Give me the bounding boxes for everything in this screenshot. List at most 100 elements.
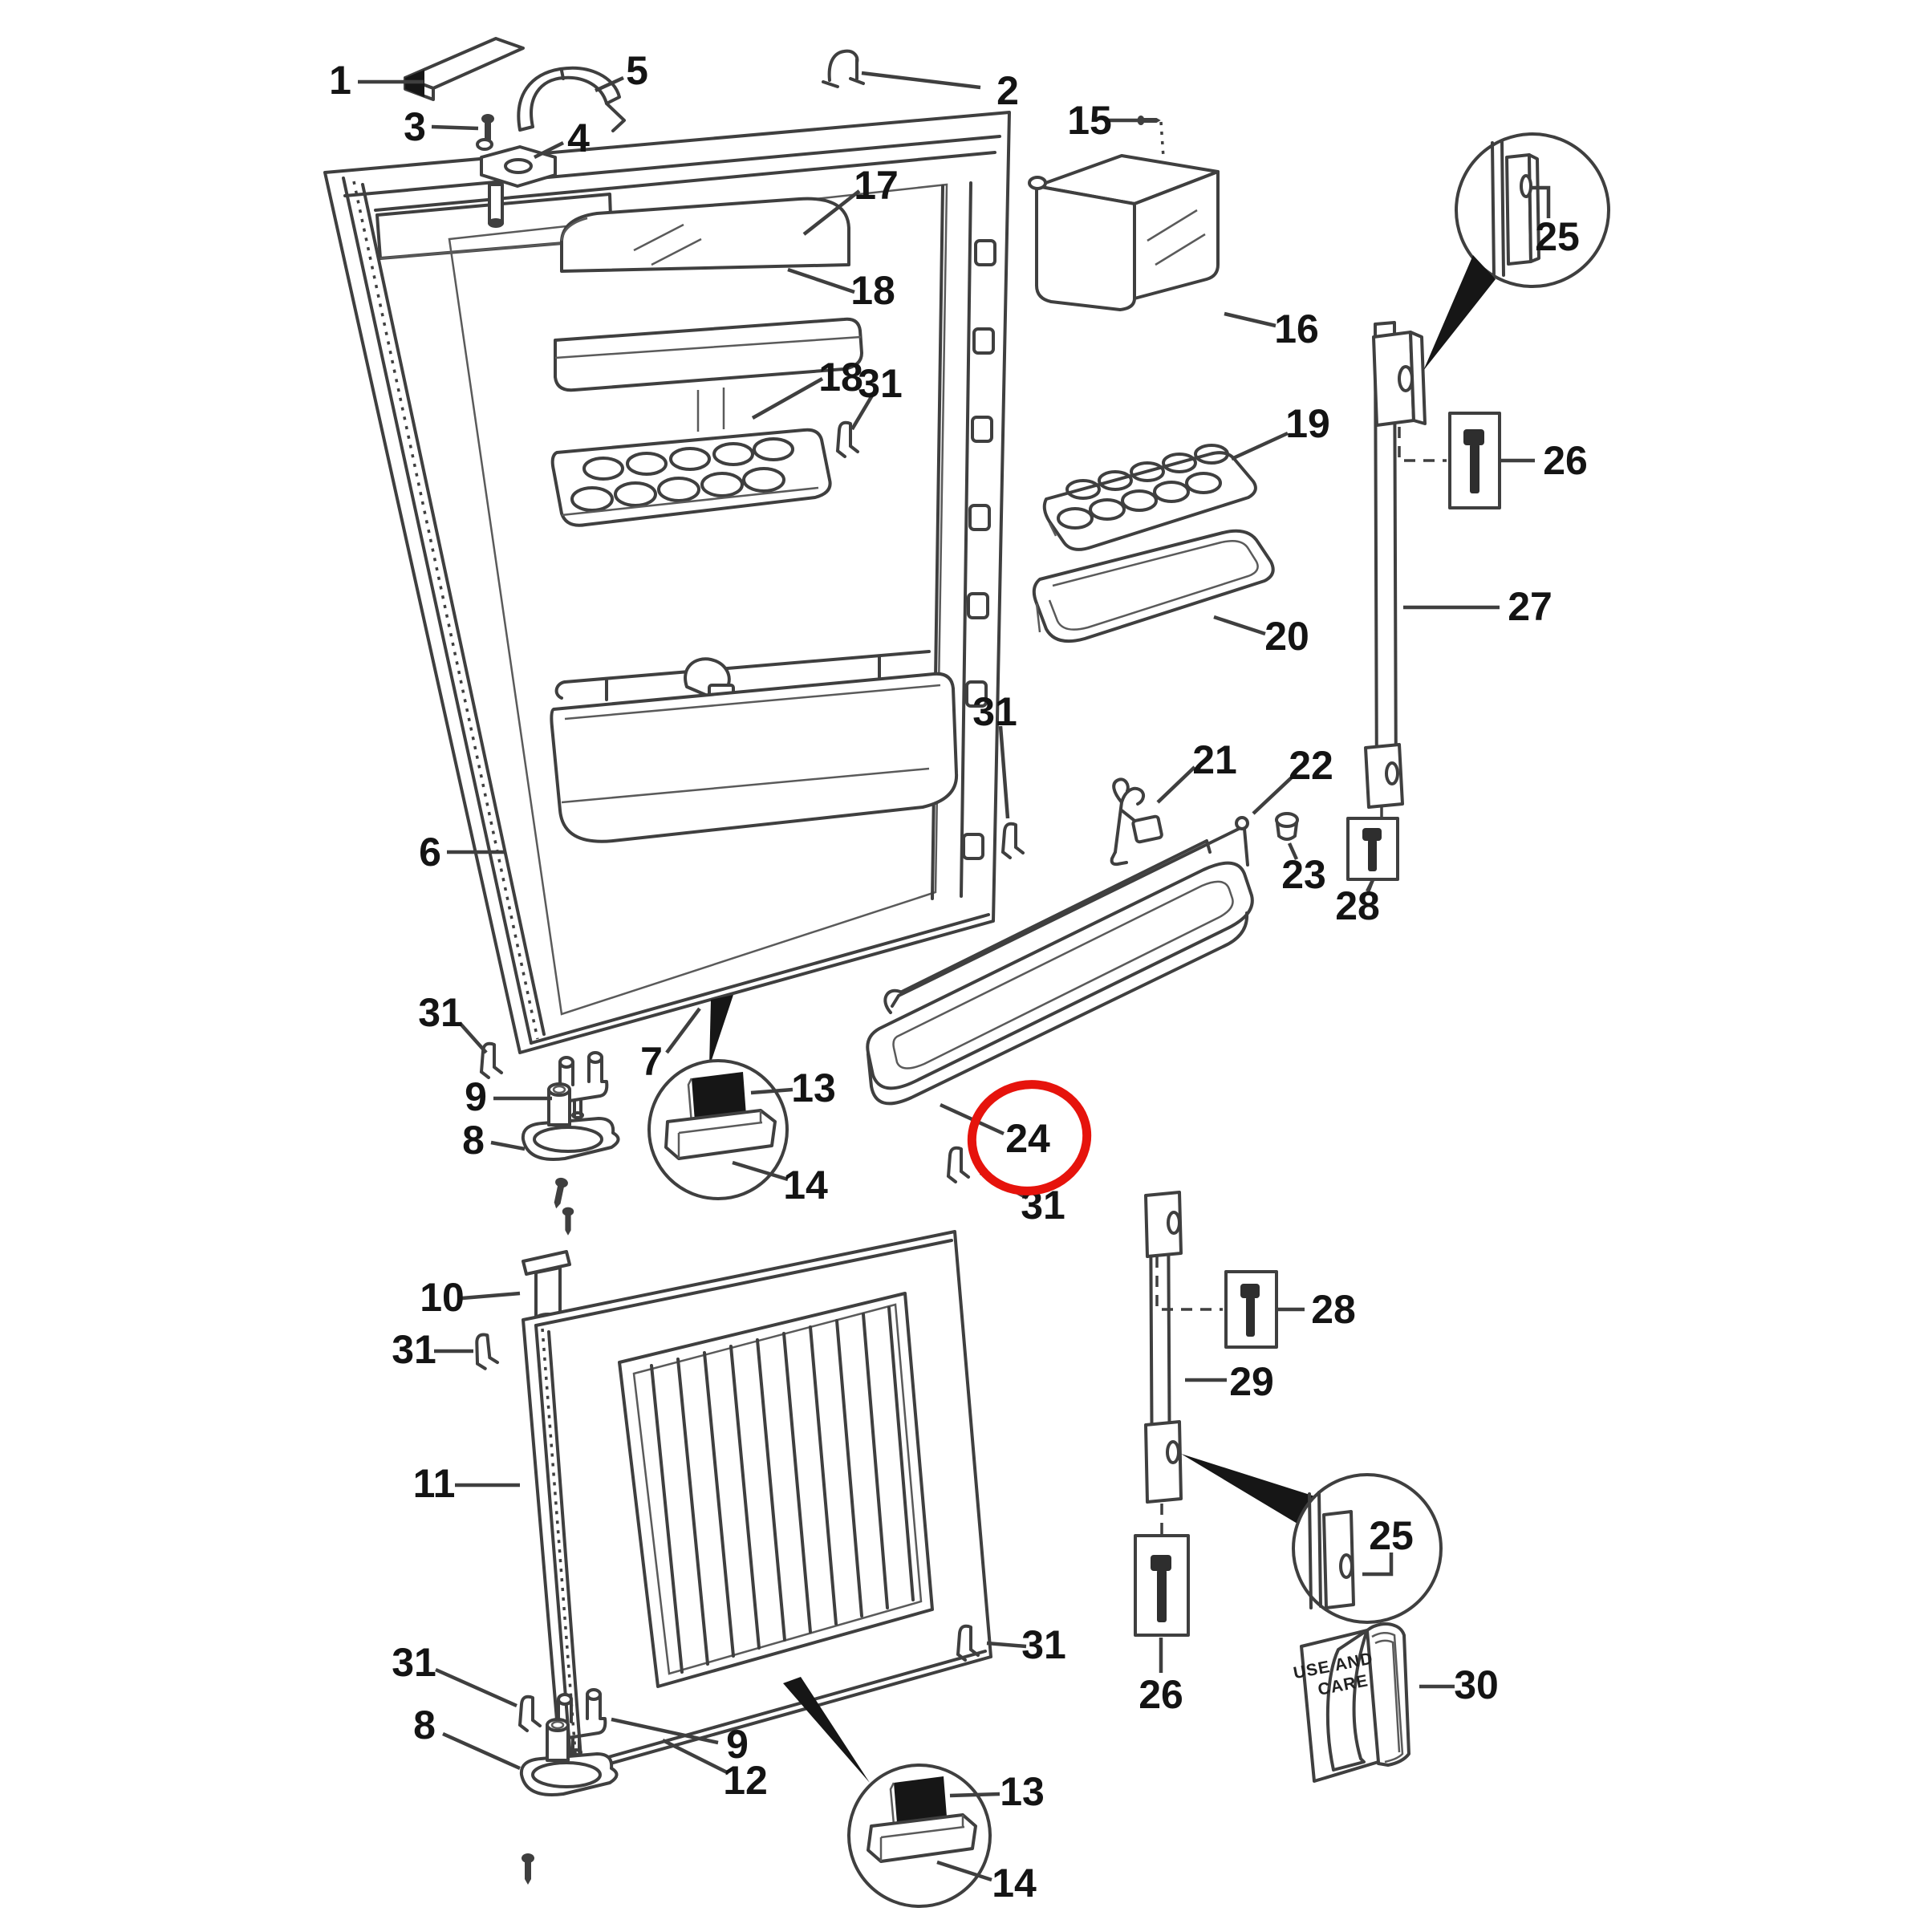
callout-label-14: 14 [992, 1861, 1037, 1906]
callout-label-27: 27 [1508, 584, 1552, 629]
magnifier-circle-25-bottom [1181, 1454, 1443, 1624]
callout-label-28: 28 [1311, 1287, 1356, 1332]
callout-leader-5 [595, 75, 624, 93]
callout-leader-31 [998, 725, 1010, 819]
callout-label-14: 14 [783, 1163, 828, 1208]
part-15-screw [1137, 116, 1161, 125]
highlight-ring-24 [967, 1080, 1092, 1195]
callout-label-5: 5 [626, 48, 648, 93]
part-18-dairy-shelf [554, 317, 863, 432]
callout-leader-16 [1224, 311, 1276, 328]
callout-leader-28 [1365, 879, 1375, 893]
callout-label-15: 15 [1067, 98, 1112, 143]
callout-leader-9 [611, 1717, 719, 1745]
callout-label-16: 16 [1274, 306, 1319, 351]
callout-leader-20 [1213, 615, 1266, 636]
callout-leader-31 [435, 1667, 518, 1708]
part-28-screw-box-bottom [1155, 1256, 1278, 1349]
part-23-plug [1275, 812, 1299, 841]
callout-label-12: 12 [723, 1758, 768, 1803]
callout-label-6: 6 [419, 830, 441, 875]
callout-label-31: 31 [1021, 1622, 1066, 1667]
callout-label-25: 25 [1535, 214, 1580, 259]
callout-label-24: 24 [1005, 1116, 1050, 1161]
callout-label-31: 31 [972, 689, 1017, 734]
callout-label-23: 23 [1281, 852, 1326, 897]
part-17-dairy-cover [560, 197, 850, 273]
callout-label-26: 26 [1543, 438, 1588, 483]
callout-leader-17 [802, 189, 861, 236]
callout-leader-4 [533, 140, 565, 160]
callout-leader-12 [661, 1738, 730, 1776]
callout-leader-31 [986, 1641, 1027, 1649]
callout-leader-21 [1156, 765, 1196, 804]
part-26-screw-box-bottom [1134, 1504, 1190, 1637]
part-5-hinge-bracket [517, 66, 626, 132]
callout-leader-23 [1287, 842, 1299, 860]
callout-label-19: 19 [1285, 401, 1330, 446]
part-31-clip [947, 1146, 970, 1183]
part-16-butter-dish [1028, 154, 1220, 311]
callout-label-1: 1 [329, 58, 351, 103]
callout-leader-25 [1362, 1552, 1394, 1577]
callout-leader-3 [431, 124, 479, 131]
callout-leader-18 [751, 377, 824, 420]
callout-label-7: 7 [640, 1039, 663, 1084]
callout-label-29: 29 [1229, 1359, 1274, 1404]
callout-label-26: 26 [1138, 1672, 1183, 1717]
callout-leader-2 [861, 71, 981, 90]
callout-leader-22 [1252, 774, 1295, 815]
upper-door-assembly [323, 111, 1011, 1054]
callout-leader-18 [787, 267, 855, 294]
part-3-screw [562, 1207, 574, 1236]
callout-label-10: 10 [420, 1275, 465, 1320]
callout-label-20: 20 [1264, 614, 1309, 659]
part-24-door-shelf [866, 839, 1254, 1106]
callout-leader-31 [458, 1021, 488, 1054]
callout-label-31: 31 [858, 361, 903, 406]
part-31-clip [1001, 822, 1025, 859]
callout-label-25: 25 [1369, 1513, 1414, 1558]
part-21-rod-clip [1110, 777, 1163, 867]
part-22-retainer-rod [891, 816, 1249, 1008]
callout-label-9: 9 [726, 1722, 749, 1767]
callout-leader-14 [936, 1860, 992, 1882]
magnifier-circle-25-top [1423, 132, 1610, 371]
door-panel-ribs [650, 1306, 915, 1674]
callout-leader-10 [461, 1291, 521, 1301]
part-2-door-stop [822, 49, 865, 88]
door-shelf-with-rail [550, 650, 959, 843]
callout-label-30: 30 [1454, 1662, 1499, 1707]
part-18-egg-rack [550, 428, 832, 527]
callout-label-28: 28 [1335, 883, 1380, 928]
part-30-use-and-care-booklet: USE AND CARE [1292, 1622, 1410, 1783]
callout-label-8: 8 [413, 1703, 436, 1747]
callout-label-18: 18 [818, 355, 863, 400]
callout-label-31: 31 [392, 1327, 436, 1372]
callout-leader-31 [850, 394, 874, 431]
callout-label-22: 22 [1289, 743, 1333, 788]
callout-label-4: 4 [567, 116, 590, 160]
callout-leader-8 [442, 1731, 521, 1771]
callout-label-21: 21 [1192, 737, 1237, 782]
part-3-screw [550, 1176, 570, 1210]
magnifier-circle-13-14-top [647, 995, 789, 1200]
callout-label-11: 11 [413, 1461, 456, 1506]
callout-label-3: 3 [404, 104, 426, 149]
callout-label-31: 31 [418, 990, 463, 1035]
callout-leader-13 [750, 1087, 794, 1095]
callout-label-2: 2 [996, 68, 1019, 113]
magnifier-circle-13-14-bottom [783, 1677, 992, 1908]
part-27-upper-handle [1364, 321, 1427, 809]
callout-leader-13 [949, 1792, 1000, 1798]
part-28-screw-box-top [1346, 806, 1399, 892]
callout-label-18: 18 [850, 268, 895, 313]
callout-label-13: 13 [1000, 1769, 1045, 1814]
part-1-top-trim [404, 37, 525, 101]
callout-label-8: 8 [462, 1118, 485, 1163]
callout-leader-19 [1231, 431, 1289, 461]
part-19-egg-tray [1042, 444, 1257, 551]
